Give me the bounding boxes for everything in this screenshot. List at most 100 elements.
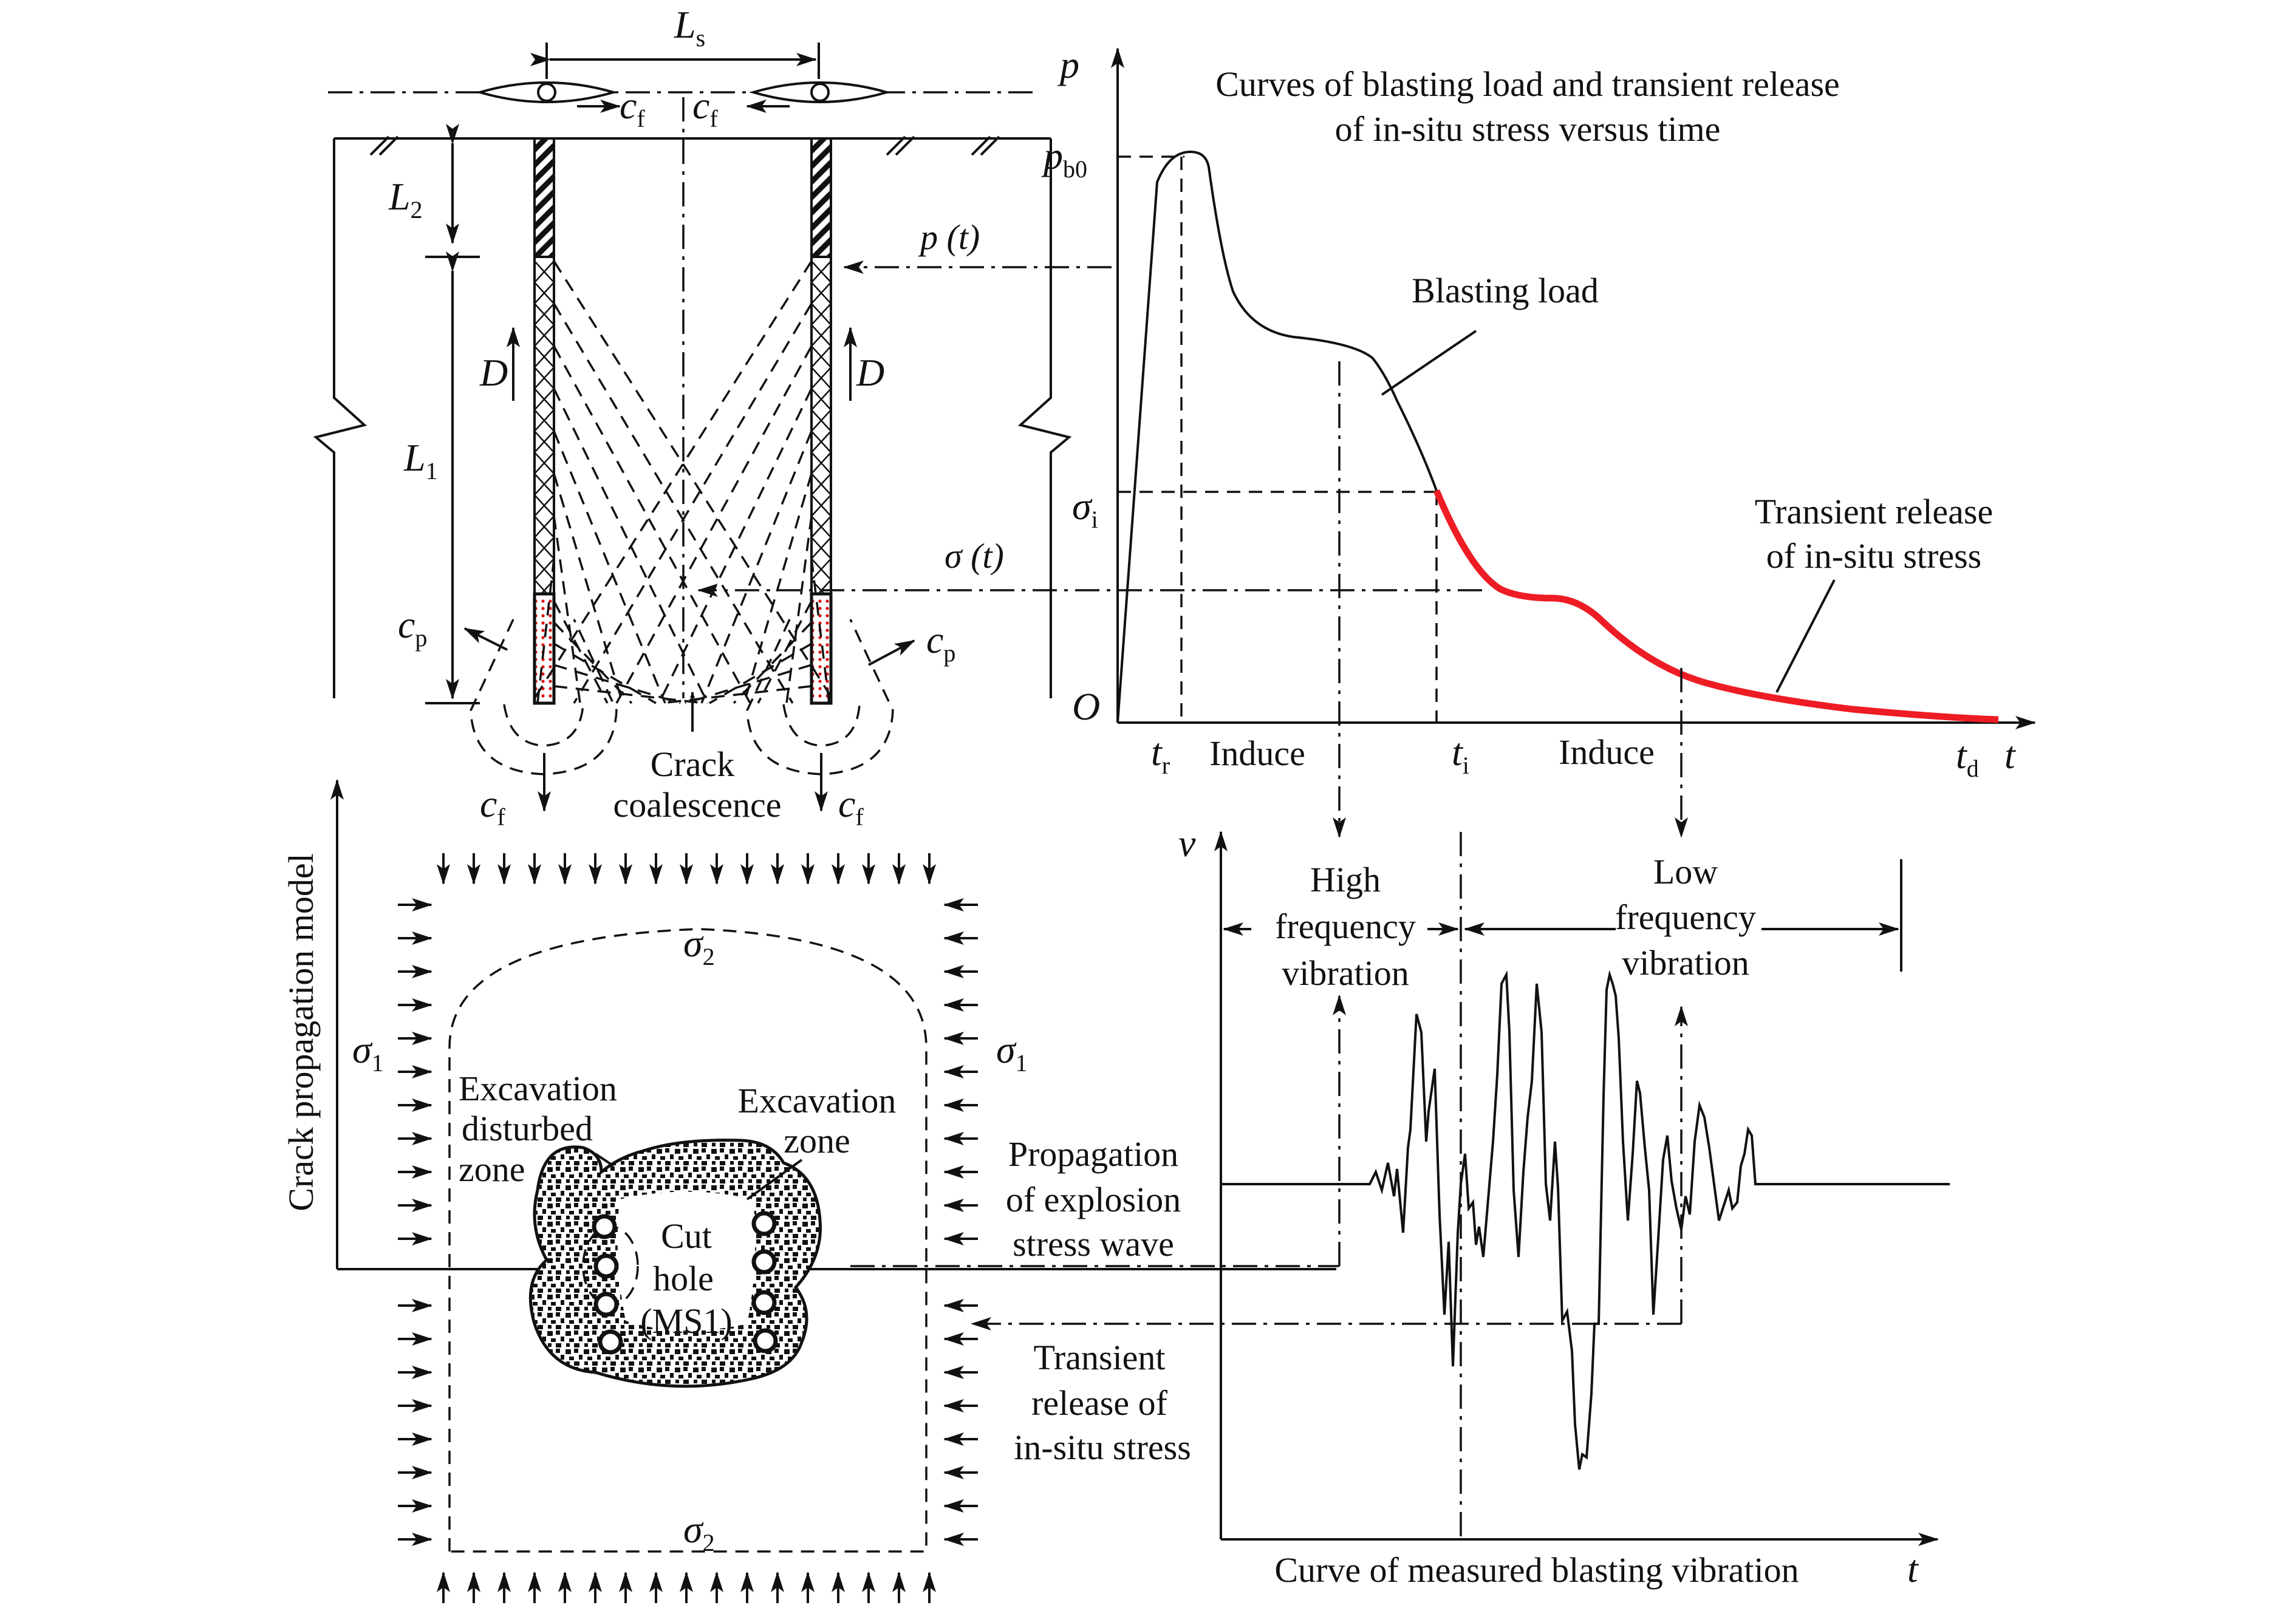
cp-arrow-left xyxy=(463,627,508,651)
load-chart-title-1: Curves of blasting load and transient re… xyxy=(1215,64,1840,104)
crack-line xyxy=(553,388,709,704)
crack-line xyxy=(553,621,633,704)
ez-label-2: zone xyxy=(784,1121,850,1160)
crack-line xyxy=(573,303,813,704)
stemming-label: L2 xyxy=(388,175,423,223)
left-boundary xyxy=(313,138,367,698)
stemming-right xyxy=(810,137,832,258)
crack-line xyxy=(553,664,681,704)
surface-hatch xyxy=(369,135,390,156)
tunnel-profile xyxy=(448,928,928,1553)
cp-label-right: cp xyxy=(926,618,955,667)
vibration-waveform xyxy=(1221,970,1950,1470)
crack-line xyxy=(536,558,555,704)
blast-hole-section: Ls cf cf xyxy=(313,3,1482,831)
ti-label: ti xyxy=(1452,731,1469,779)
crack-line xyxy=(685,664,812,704)
cut-hole xyxy=(598,1329,623,1355)
excavation-zone xyxy=(617,1191,756,1331)
charge-length-label: L1 xyxy=(403,436,438,485)
cut-hole xyxy=(753,1328,778,1354)
sigma-i-label: σi xyxy=(1072,485,1098,533)
propagation-links: Propagation of explosion stress wave Tra… xyxy=(850,995,1688,1467)
sigma1-right-label: σ1 xyxy=(996,1028,1028,1077)
low-label-1: Low xyxy=(1653,852,1718,891)
charge-left xyxy=(533,256,555,595)
load-chart-title-2: of in-situ stress versus time xyxy=(1335,109,1721,149)
load-chart: p t O Curves of blasting load and transi… xyxy=(1041,43,2036,838)
crack-line xyxy=(553,601,609,704)
sigma1-left-label: σ1 xyxy=(352,1028,384,1077)
load-label: p (t) xyxy=(918,217,980,257)
sigma2-top-label: σ2 xyxy=(683,922,715,970)
ez-pointer xyxy=(746,1159,803,1201)
cut-label-2: hole xyxy=(653,1259,714,1298)
detonation-label-left: D xyxy=(479,351,508,394)
crack-line xyxy=(553,261,836,704)
charge-zigzag-right xyxy=(810,261,832,602)
wave-label-3: stress wave xyxy=(1013,1224,1174,1264)
charge-zigzag-left xyxy=(533,261,555,602)
crack-line xyxy=(733,621,813,704)
charge-zigzag-line xyxy=(533,261,555,602)
stress-arrows-top xyxy=(437,853,936,885)
cf-label-bottom-right: cf xyxy=(838,782,864,831)
detonation-label-right: D xyxy=(856,351,884,394)
right-boundary xyxy=(1017,138,1072,698)
crack-line xyxy=(615,346,813,704)
crack-line xyxy=(709,642,812,704)
vibration-x-label: t xyxy=(1907,1547,1919,1590)
charge-zigzag-line xyxy=(810,261,832,602)
blasting-load-label: Blasting load xyxy=(1412,271,1599,310)
crack-line xyxy=(810,558,830,704)
stress-release-curve xyxy=(1433,489,1999,723)
stemming-left xyxy=(533,137,555,258)
cut-hole xyxy=(593,1292,619,1317)
stress-label: σ (t) xyxy=(945,536,1004,576)
cut-hole xyxy=(592,1214,617,1239)
release-label-2: of in-situ stress xyxy=(1766,536,1981,576)
cut-hole xyxy=(751,1211,777,1236)
crack-line xyxy=(553,473,624,704)
crack-line xyxy=(553,685,705,704)
release-label-1: Transient release xyxy=(1755,492,1993,531)
crack-line xyxy=(700,431,813,704)
vibration-y-label: v xyxy=(1178,822,1196,865)
edz-label-3: zone xyxy=(459,1149,525,1189)
release-middle-label-2: release of xyxy=(1031,1383,1167,1423)
low-label-3: vibration xyxy=(1622,943,1749,983)
wave-label-1: Propagation xyxy=(1008,1134,1178,1174)
surface-hatch xyxy=(980,135,1000,156)
crack-bulb-inner-left xyxy=(503,704,584,747)
tunnel-section: σ2 σ2 σ1 σ1 Excavation disturbed zone Ex… xyxy=(352,853,1028,1603)
blasting-load-curve xyxy=(1116,150,1438,723)
crack-line xyxy=(658,388,813,704)
cut-label-3: (MS1) xyxy=(640,1301,732,1341)
crack-line xyxy=(743,473,813,704)
spacing-label: Ls xyxy=(674,3,705,52)
blasting-load-pointer xyxy=(1381,330,1477,396)
low-label-2: frequency xyxy=(1615,897,1756,937)
cut-hole xyxy=(751,1249,777,1275)
cf-label-bottom-left: cf xyxy=(480,782,505,831)
stress-arrows-right xyxy=(943,898,978,1546)
high-label-1: High xyxy=(1310,860,1381,899)
crack-bulb-inner-right xyxy=(782,704,861,747)
model-label: Crack propagation model xyxy=(281,853,321,1211)
surface-hatch xyxy=(971,135,991,156)
surface-hatch xyxy=(895,135,915,156)
release-pointer xyxy=(1775,579,1836,693)
release-middle-label-1: Transient xyxy=(1034,1338,1166,1377)
cut-hole xyxy=(751,1290,777,1315)
high-label-2: frequency xyxy=(1275,907,1416,946)
cut-holes xyxy=(592,1211,778,1355)
ez-label-1: Excavation xyxy=(738,1081,897,1120)
cp-arrow-right xyxy=(868,639,915,666)
wave-label-2: of explosion xyxy=(1006,1180,1181,1219)
crack-coalescence-label-2: coalescence xyxy=(613,785,782,825)
bottom-charge-right xyxy=(810,592,833,705)
load-y-axis-label: p xyxy=(1057,43,1079,86)
edz-label-2: disturbed xyxy=(462,1109,593,1148)
crack-line xyxy=(553,642,657,704)
